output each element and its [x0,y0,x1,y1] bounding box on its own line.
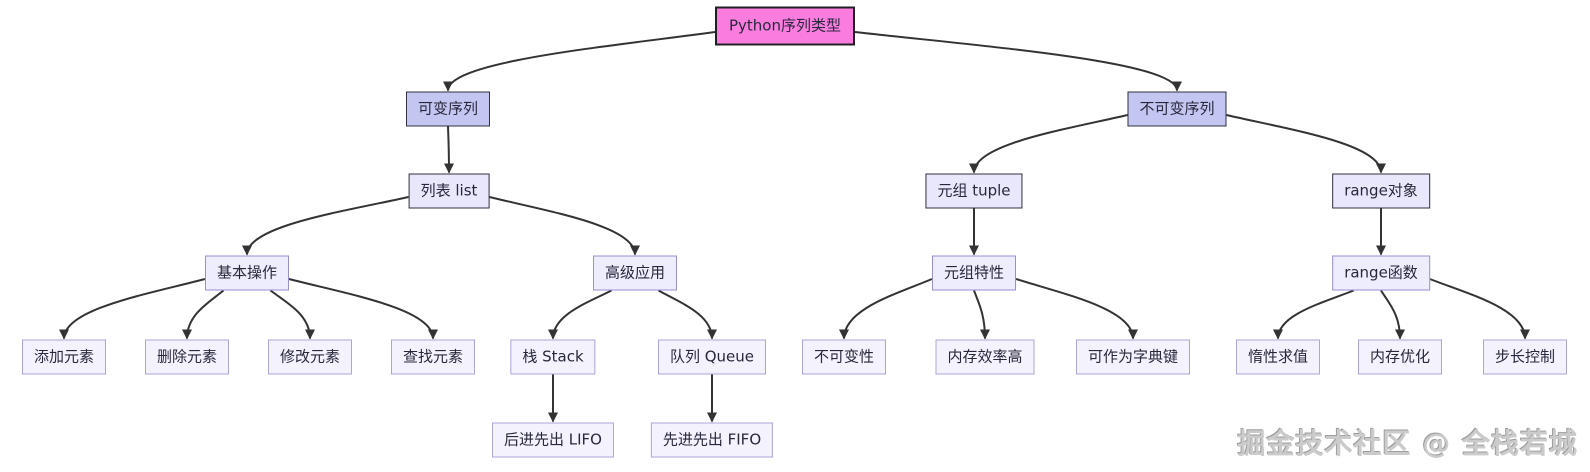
node-tuple: 元组 tuple [925,173,1023,209]
edge-list-to-advanced [489,196,640,256]
edge-tuplefeat-to-immutability [839,278,933,340]
node-memopt: 内存优化 [1357,339,1443,375]
node-root: Python序列类型 [715,6,855,46]
edge-basic-to-add [59,278,206,340]
node-stack: 栈 Stack [510,339,596,375]
edge-rangefn-to-stepctl [1429,278,1530,340]
node-dictkey: 可作为字典键 [1075,339,1191,375]
edge-immutable-to-tuple [969,114,1128,174]
node-tuplefeat: 元组特性 [931,255,1017,291]
node-immutability: 不可变性 [801,339,887,375]
edge-basic-to-delete [182,289,225,340]
node-advanced: 高级应用 [592,255,678,291]
node-stepctl: 步长控制 [1482,339,1568,375]
edge-root-to-immutable [854,31,1182,92]
node-lifo: 后进先出 LIFO [492,422,614,458]
edge-advanced-to-stack [548,289,612,340]
edge-basic-to-modify [269,289,315,340]
node-memeff: 内存效率高 [935,339,1035,375]
watermark: 掘金技术社区 @ 全栈若城 [1237,427,1578,460]
node-add: 添加元素 [21,339,107,375]
node-list: 列表 list [408,173,490,209]
node-find: 查找元素 [390,339,476,375]
node-mutable: 可变序列 [405,91,491,127]
edge-rangefn-to-lazy [1273,289,1355,340]
edge-advanced-to-queue [658,289,717,340]
node-delete: 删除元素 [144,339,230,375]
node-immutable: 不可变序列 [1127,91,1227,127]
edge-immutable-to-rangeobj [1226,114,1386,174]
node-rangeobj: range对象 [1332,173,1430,209]
edge-list-to-basic [242,196,409,256]
edge-tuplefeat-to-dictkey [1015,278,1138,340]
node-basic: 基本操作 [204,255,290,291]
edge-mutable-to-list [443,126,454,174]
node-lazy: 惰性求值 [1235,339,1321,375]
edge-root-to-mutable [443,31,716,92]
node-rangefn: range函数 [1332,255,1430,291]
edge-tuplefeat-to-memeff [973,290,990,340]
node-queue: 队列 Queue [657,339,767,375]
edge-basic-to-find [288,278,438,340]
edge-rangefn-to-memopt [1380,289,1405,340]
node-modify: 修改元素 [267,339,353,375]
node-fifo: 先进先出 FIFO [650,422,774,458]
